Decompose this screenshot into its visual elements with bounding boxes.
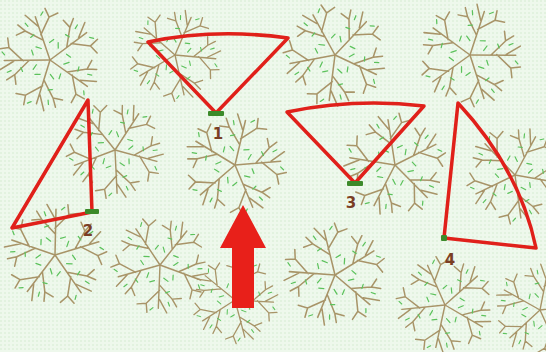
callout-number: 3 <box>345 196 357 211</box>
callout-number: 1 <box>212 127 224 142</box>
callout-number: 4 <box>444 253 456 268</box>
direction-arrow <box>220 205 266 308</box>
view-cones <box>12 34 536 248</box>
callout-number: 2 <box>82 224 94 239</box>
camera-markers <box>85 111 447 241</box>
